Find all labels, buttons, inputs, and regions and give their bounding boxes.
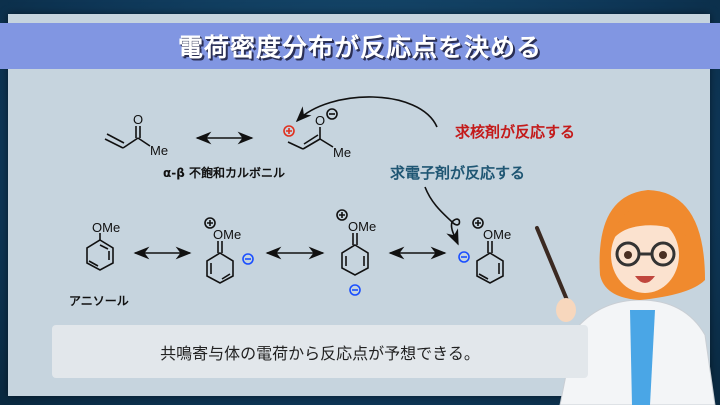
ortho-resonance-form-2: OMe — [458, 217, 511, 284]
blue-shirt — [630, 310, 655, 405]
negative-charge-icon — [242, 253, 254, 265]
electrophile-label: 求電子剤が反応する — [390, 164, 526, 182]
atom-ome: OMe — [92, 220, 120, 235]
nucleophile-attack-arrow — [295, 96, 438, 128]
positive-charge-icon — [472, 217, 484, 229]
atom-ome: OMe — [348, 219, 376, 234]
methyl-vinyl-ketone: O Me — [104, 112, 168, 158]
nucleophile-label: 求核剤が反応する — [455, 123, 576, 141]
negative-charge-icon — [349, 284, 361, 296]
positive-charge-icon — [336, 209, 348, 221]
atom-o: O — [133, 112, 143, 127]
anisole-label: アニソール — [69, 294, 129, 308]
ortho-resonance-form: OMe — [204, 217, 254, 284]
atom-me: Me — [333, 145, 351, 160]
atom-ome: OMe — [213, 227, 241, 242]
para-resonance-form: OMe — [336, 209, 376, 296]
electrophile-attack-arrow — [424, 186, 461, 246]
atom-me: Me — [150, 143, 168, 158]
teacher-character-illustration — [535, 190, 716, 405]
carbonyl-resonance-form: O Me — [283, 108, 351, 160]
negative-charge-icon — [458, 251, 470, 263]
anisole: OMe — [86, 220, 120, 271]
atom-o: O — [315, 113, 325, 128]
positive-charge-icon — [283, 125, 295, 137]
atom-ome: OMe — [483, 227, 511, 242]
caption-box: 共鳴寄与体の電荷から反応点が予想できる。 — [52, 325, 588, 378]
positive-charge-icon — [204, 217, 216, 229]
alpha-beta-unsaturated-carbonyl-label: α-β 不飽和カルボニル — [163, 166, 285, 180]
title-bar: 電荷密度分布が反応点を決める — [0, 23, 720, 69]
caption-text: 共鳴寄与体の電荷から反応点が予想できる。 — [160, 343, 480, 363]
pointer-stick — [535, 226, 574, 314]
negative-charge-icon — [326, 108, 338, 120]
slide-title: 電荷密度分布が反応点を決める — [177, 33, 542, 62]
